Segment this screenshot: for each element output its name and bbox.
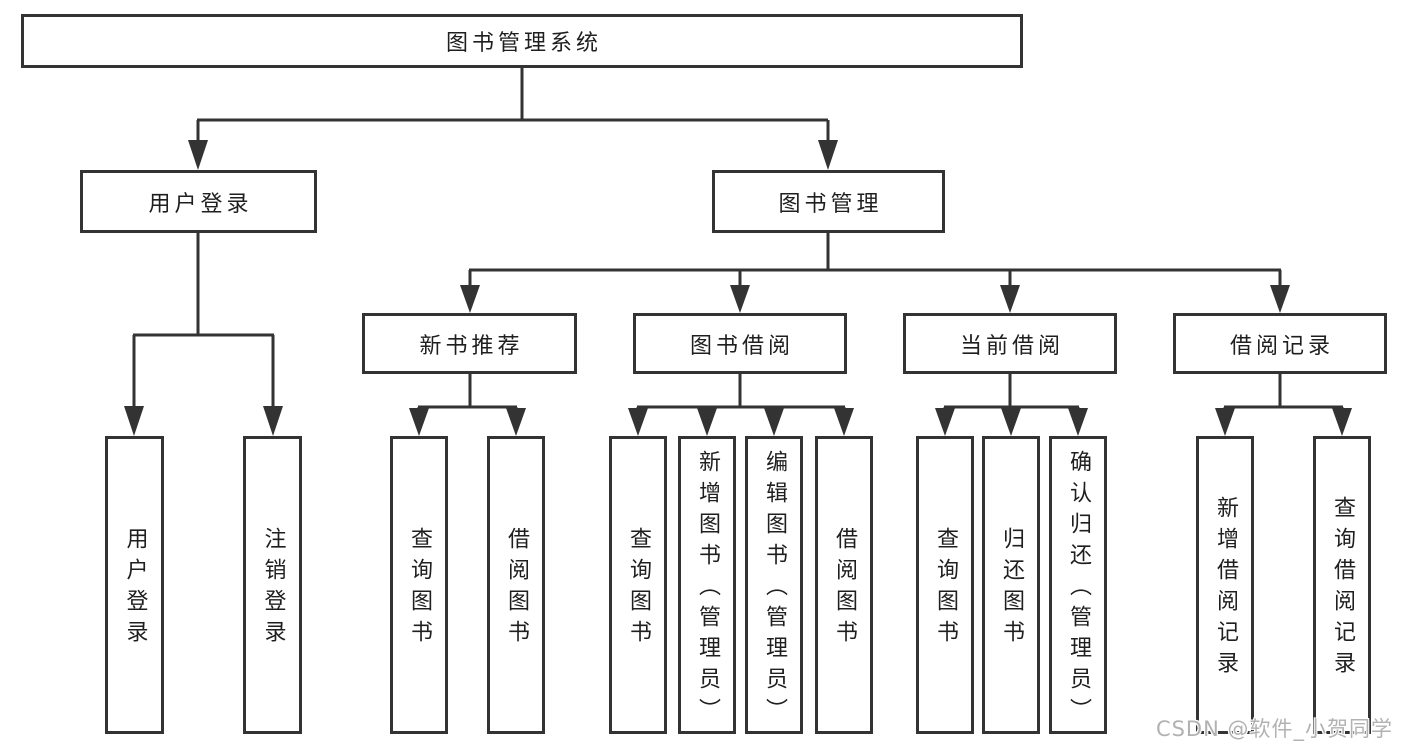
node-label: 新书推荐: [419, 333, 524, 359]
node-label: 用户登录: [148, 191, 253, 217]
leaf-label: 编辑图书（管理员）: [762, 449, 787, 729]
leaf-confirm-return-admin: 确认归还（管理员）: [1049, 436, 1107, 734]
arrowhead: [935, 408, 955, 436]
connector-root-to-level2: [196, 68, 830, 142]
connector-borrow-to-leaves: [636, 374, 846, 410]
csdn-watermark: CSDN @软件_小贺同学: [1155, 717, 1393, 741]
node-label: 借阅记录: [1229, 333, 1334, 359]
node-book-borrow: 图书借阅: [633, 313, 847, 374]
leaf-label: 用户登录: [122, 527, 148, 651]
leaf-query-books-current: 查询图书: [916, 436, 974, 734]
arrowhead: [1001, 408, 1021, 436]
arrowhead: [263, 406, 283, 436]
leaf-label: 确认归还（管理员）: [1066, 449, 1091, 729]
leaf-query-books-recommend: 查询图书: [390, 436, 448, 734]
arrowhead: [730, 285, 750, 313]
leaf-borrow-books: 借阅图书: [815, 436, 873, 734]
connector-userlogin-to-leaves: [132, 233, 275, 408]
leaf-label: 新增图书（管理员）: [695, 449, 720, 729]
arrowhead: [124, 406, 144, 436]
leaf-label: 借阅图书: [832, 527, 857, 651]
arrowhead: [764, 408, 784, 436]
leaf-label: 借阅图书: [504, 527, 529, 651]
node-book-management: 图书管理: [712, 170, 945, 233]
leaf-label: 归还图书: [999, 527, 1024, 651]
leaf-label: 新增借阅记录: [1213, 496, 1238, 682]
leaf-query-books-borrow: 查询图书: [609, 436, 667, 734]
arrowhead: [834, 408, 854, 436]
leaf-label: 查询借阅记录: [1330, 496, 1355, 682]
leaf-edit-books-admin: 编辑图书（管理员）: [745, 436, 803, 734]
leaf-add-borrow-record: 新增借阅记录: [1196, 436, 1254, 734]
arrowhead: [188, 140, 208, 170]
leaf-label: 注销登录: [260, 527, 286, 651]
connector-record-to-leaves: [1223, 374, 1344, 410]
arrowhead: [1270, 285, 1290, 313]
arrowhead: [1000, 285, 1020, 313]
node-new-book-recommend: 新书推荐: [362, 313, 577, 374]
leaf-borrow-books-recommend: 借阅图书: [487, 436, 545, 734]
leaf-add-books-admin: 新增图书（管理员）: [678, 436, 736, 734]
arrowhead: [818, 140, 838, 170]
leaf-label: 查询图书: [407, 527, 432, 651]
arrowhead: [1215, 408, 1235, 436]
node-label: 图书管理: [778, 191, 883, 217]
connector-bookmgmt-to-level3: [468, 233, 1282, 287]
leaf-label: 查询图书: [933, 527, 958, 651]
arrowhead: [506, 408, 526, 436]
node-label: 图书借阅: [689, 333, 794, 359]
arrowhead: [460, 285, 480, 313]
leaf-return-books: 归还图书: [982, 436, 1040, 734]
node-label: 当前借阅: [959, 333, 1064, 359]
connector-current-to-leaves: [943, 374, 1080, 410]
node-label: 图书管理系统: [445, 31, 602, 56]
leaf-query-borrow-record: 查询借阅记录: [1313, 436, 1371, 734]
node-root-system: 图书管理系统: [21, 14, 1023, 68]
arrowheads: [124, 140, 1352, 436]
node-current-borrow: 当前借阅: [903, 313, 1117, 374]
arrowhead: [1068, 408, 1088, 436]
leaf-user-login: 用户登录: [105, 436, 164, 734]
leaf-label: 查询图书: [626, 527, 651, 651]
arrowhead: [697, 408, 717, 436]
arrowhead: [1332, 408, 1352, 436]
connector-recommend-to-leaves: [417, 374, 518, 410]
arrowhead: [628, 408, 648, 436]
node-user-login: 用户登录: [80, 170, 317, 233]
leaf-logout: 注销登录: [243, 436, 302, 734]
arrowhead: [409, 408, 429, 436]
node-borrow-record: 借阅记录: [1173, 313, 1387, 374]
